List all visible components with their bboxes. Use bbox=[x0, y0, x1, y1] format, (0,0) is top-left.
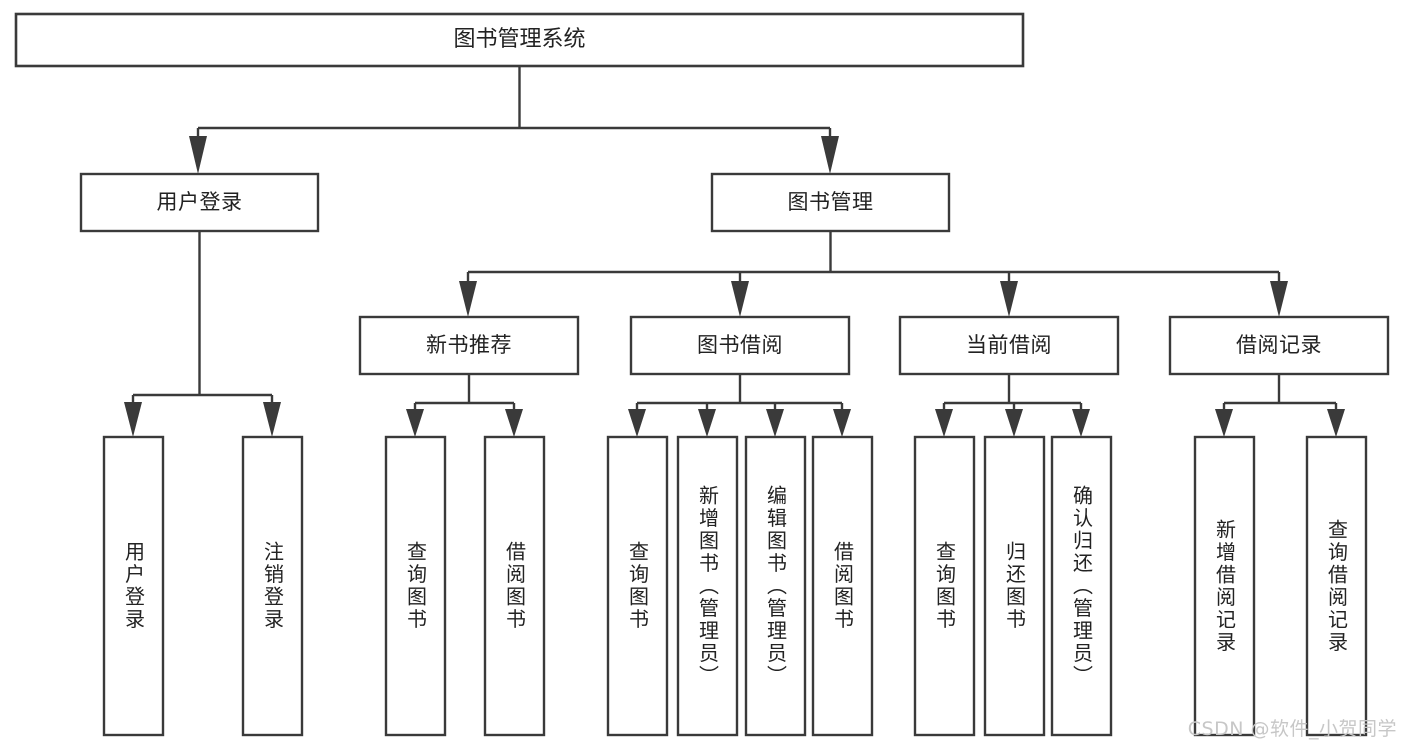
leaf-box-cb-query-book[interactable] bbox=[913, 435, 976, 737]
node-book-borrow-box[interactable] bbox=[629, 315, 851, 376]
arrowhead-bb-leaf-3 bbox=[766, 409, 784, 437]
leaf-box-bb-borrow-book[interactable] bbox=[811, 435, 874, 737]
node-new-book-rec-box[interactable] bbox=[358, 315, 580, 376]
leaf-box-cb-return-book[interactable] bbox=[983, 435, 1046, 737]
arrowhead-leaf-user-login bbox=[124, 402, 142, 437]
arrowhead-user-login bbox=[189, 136, 207, 174]
arrowhead-bb-leaf-1 bbox=[628, 409, 646, 437]
node-current-borrow-box[interactable] bbox=[898, 315, 1120, 376]
csdn-watermark: CSDN @软件_小贺同学 bbox=[1187, 718, 1397, 740]
leaf-box-cb-confirm-return[interactable] bbox=[1050, 435, 1113, 737]
leaf-box-logout[interactable] bbox=[241, 435, 304, 737]
arrowhead-new-book-rec bbox=[459, 281, 477, 317]
arrowhead-leaf-logout bbox=[263, 402, 281, 437]
leaf-box-bb-edit-book[interactable] bbox=[744, 435, 807, 737]
node-root-box[interactable] bbox=[14, 12, 1025, 68]
arrowhead-bb-leaf-2 bbox=[698, 409, 716, 437]
node-borrow-record-box[interactable] bbox=[1168, 315, 1390, 376]
arrowhead-cb-leaf-2 bbox=[1005, 409, 1023, 437]
node-book-manage-box[interactable] bbox=[710, 172, 951, 233]
leaf-box-bb-query-book[interactable] bbox=[606, 435, 669, 737]
arrowhead-br-leaf-2 bbox=[1327, 409, 1345, 437]
node-user-login-box[interactable] bbox=[79, 172, 320, 233]
arrowhead-nbr-leaf-1 bbox=[406, 409, 424, 437]
leaf-box-br-add-record[interactable] bbox=[1193, 435, 1256, 737]
arrowhead-book-borrow bbox=[731, 281, 749, 317]
arrowhead-cb-leaf-1 bbox=[935, 409, 953, 437]
arrowhead-borrow-record bbox=[1270, 281, 1288, 317]
arrowhead-bb-leaf-4 bbox=[833, 409, 851, 437]
arrowhead-br-leaf-1 bbox=[1215, 409, 1233, 437]
leaf-box-nbr-borrow-book[interactable] bbox=[483, 435, 546, 737]
leaf-box-user-login[interactable] bbox=[102, 435, 165, 737]
leaf-box-nbr-query-book[interactable] bbox=[384, 435, 447, 737]
leaf-box-bb-add-book[interactable] bbox=[676, 435, 739, 737]
arrowhead-nbr-leaf-2 bbox=[505, 409, 523, 437]
arrowhead-cb-leaf-3 bbox=[1072, 409, 1090, 437]
arrowhead-book-manage bbox=[821, 136, 839, 174]
arrowhead-current-borrow bbox=[1000, 281, 1018, 317]
leaf-box-br-query-record[interactable] bbox=[1305, 435, 1368, 737]
